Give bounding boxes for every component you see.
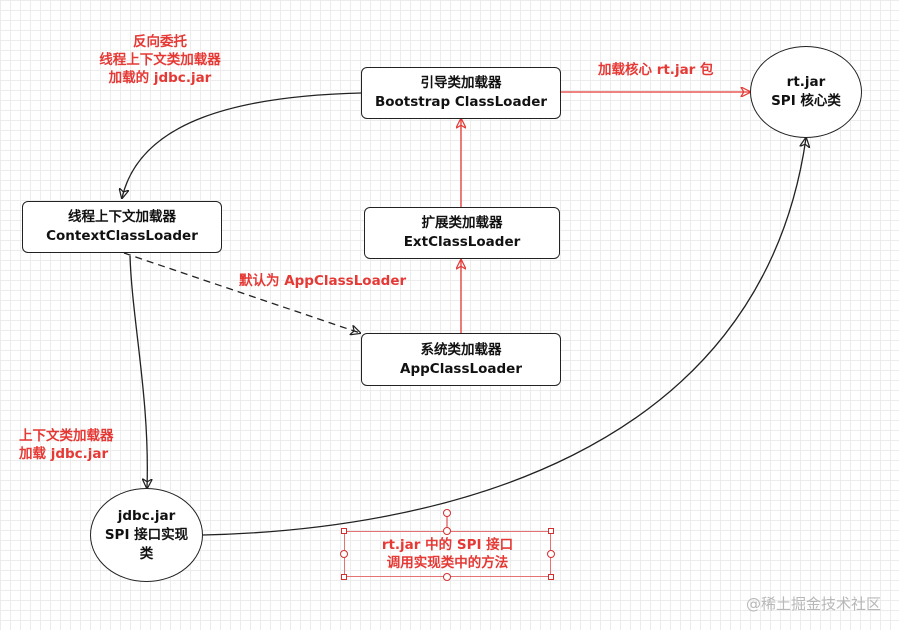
jdbcjar-node[interactable]: jdbc.jar SPI 接口实现 类 [90, 488, 203, 582]
rtjar-node[interactable]: rt.jar SPI 核心类 [750, 46, 862, 138]
context-load-line2: 加载 jdbc.jar [19, 446, 109, 462]
resize-handle-top[interactable] [443, 527, 451, 535]
ext-en-label: ExtClassLoader [403, 234, 521, 250]
load-core-text: 加载核心 rt.jar 包 [598, 62, 714, 78]
edge-context-to-app [123, 252, 360, 333]
context-load-label: 上下文类加载器 加载 jdbc.jar [19, 427, 114, 463]
edge-bootstrap-to-context [122, 92, 362, 198]
jdbcjar-title: jdbc.jar [117, 507, 176, 524]
context-cn-label: 线程上下文加载器 [68, 209, 176, 225]
bootstrap-cn-label: 引导类加载器 [420, 75, 502, 91]
context-load-line1: 上下文类加载器 [19, 428, 114, 444]
jdbcjar-subtitle: SPI 接口实现 [104, 526, 189, 543]
load-core-label: 加载核心 rt.jar 包 [598, 61, 714, 79]
bootstrap-en-label: Bootstrap ClassLoader [374, 94, 548, 110]
reverse-delegation-line3: 加载的 jdbc.jar [108, 70, 212, 86]
resize-handle-tr[interactable] [548, 528, 554, 534]
rotate-handle[interactable] [443, 509, 451, 517]
resize-handle-bottom[interactable] [443, 573, 451, 581]
ext-classloader-node[interactable]: 扩展类加载器 ExtClassLoader [364, 207, 560, 259]
default-app-label: 默认为 AppClassLoader [239, 272, 406, 290]
app-classloader-node[interactable]: 系统类加载器 AppClassLoader [361, 333, 561, 386]
edge-jdbcjar-to-rtjar [202, 138, 806, 536]
reverse-delegation-label: 反向委托 线程上下文类加载器 加载的 jdbc.jar [80, 33, 240, 87]
watermark: @稀土掘金技术社区 [745, 595, 881, 613]
context-en-label: ContextClassLoader [46, 228, 198, 244]
spi-call-line1: rt.jar 中的 SPI 接口 [381, 537, 514, 553]
resize-handle-right[interactable] [547, 550, 555, 558]
rtjar-subtitle: SPI 核心类 [771, 93, 841, 109]
default-app-text: 默认为 AppClassLoader [239, 273, 407, 289]
context-classloader-node[interactable]: 线程上下文加载器 ContextClassLoader [22, 201, 222, 253]
ext-cn-label: 扩展类加载器 [421, 215, 503, 231]
resize-handle-tl[interactable] [341, 528, 347, 534]
app-cn-label: 系统类加载器 [420, 341, 502, 358]
resize-handle-left[interactable] [340, 550, 348, 558]
reverse-delegation-line1: 反向委托 [133, 34, 187, 50]
rtjar-title: rt.jar [786, 74, 826, 90]
bootstrap-classloader-node[interactable]: 引导类加载器 Bootstrap ClassLoader [361, 67, 561, 119]
resize-handle-br[interactable] [548, 574, 554, 580]
app-en-label: AppClassLoader [400, 360, 522, 377]
edge-context-to-jdbcjar [129, 255, 147, 488]
spi-call-line2: 调用实现类中的方法 [386, 555, 509, 571]
reverse-delegation-line2: 线程上下文类加载器 [99, 52, 221, 68]
resize-handle-bl[interactable] [341, 574, 347, 580]
jdbcjar-subtitle-2: 类 [139, 545, 154, 562]
spi-call-label[interactable]: rt.jar 中的 SPI 接口 调用实现类中的方法 [344, 536, 551, 572]
